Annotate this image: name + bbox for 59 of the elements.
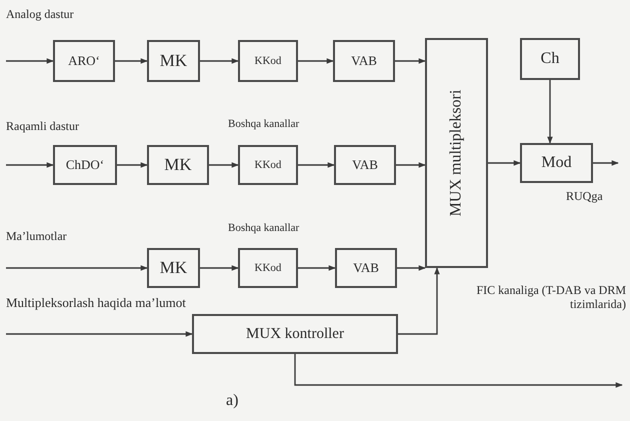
block-box: [520, 143, 593, 183]
block-box: [192, 314, 398, 354]
block-label: KKod: [254, 55, 282, 67]
arrow: [6, 331, 193, 337]
arrow: [294, 354, 623, 388]
block-box: [334, 145, 396, 185]
signal-label: Analog dastur: [6, 8, 74, 22]
block-label: VAB: [353, 260, 379, 276]
arrow: [298, 265, 336, 271]
block-label: KKod: [254, 262, 282, 274]
block-label: Ch: [540, 50, 560, 68]
arrow: [6, 265, 148, 271]
block-label: ChDOʻ: [66, 157, 104, 173]
arrow: [488, 160, 521, 166]
block-label: VAB: [351, 53, 377, 69]
arrow: [209, 162, 239, 168]
block-label: AROʻ: [68, 53, 100, 69]
block-label: MUX multipleksori: [448, 90, 466, 216]
arrow: [6, 162, 54, 168]
arrow: [547, 80, 553, 144]
block-box: [238, 40, 298, 82]
block-label: VAB: [352, 157, 378, 173]
signal-label: Multipleksorlash haqida ma’lumot: [6, 296, 187, 311]
block-box: [147, 248, 200, 288]
block-box: [53, 40, 115, 82]
arrow: [298, 162, 335, 168]
block-label: MUX kontroller: [246, 326, 344, 342]
signal-label: Boshqa kanallar: [228, 222, 300, 235]
arrow: [396, 162, 426, 168]
block-label: MK: [160, 258, 188, 278]
block-label: MK: [160, 51, 188, 71]
arrow: [117, 162, 148, 168]
arrow: [6, 58, 54, 64]
arrow: [593, 160, 619, 166]
signal-label: FIC kanaliga (T-DAB va DRM tizimlarida): [475, 284, 626, 312]
arrow: [298, 58, 334, 64]
block-box: [520, 38, 580, 80]
block-label: Mod: [541, 154, 572, 172]
arrow: [200, 265, 239, 271]
signal-label: Boshqa kanallar: [228, 118, 300, 131]
block-box: [147, 145, 209, 185]
block-box: [333, 40, 395, 82]
signal-label: Raqamli dastur: [6, 120, 79, 134]
block-box: [238, 145, 298, 185]
block-box: [53, 145, 117, 185]
block-label: MK: [164, 155, 192, 175]
arrow: [395, 58, 426, 64]
figure-label: a): [226, 392, 238, 410]
arrow: [398, 267, 440, 335]
block-box: [425, 38, 488, 268]
arrow: [397, 265, 426, 271]
signal-label: Ma’lumotlar: [6, 230, 67, 244]
arrow: [200, 58, 239, 64]
block-label: KKod: [254, 159, 282, 171]
block-box: [147, 40, 200, 82]
signal-label: RUQga: [566, 190, 603, 204]
arrow: [115, 58, 148, 64]
block-box: [335, 248, 397, 288]
block-box: [238, 248, 298, 288]
